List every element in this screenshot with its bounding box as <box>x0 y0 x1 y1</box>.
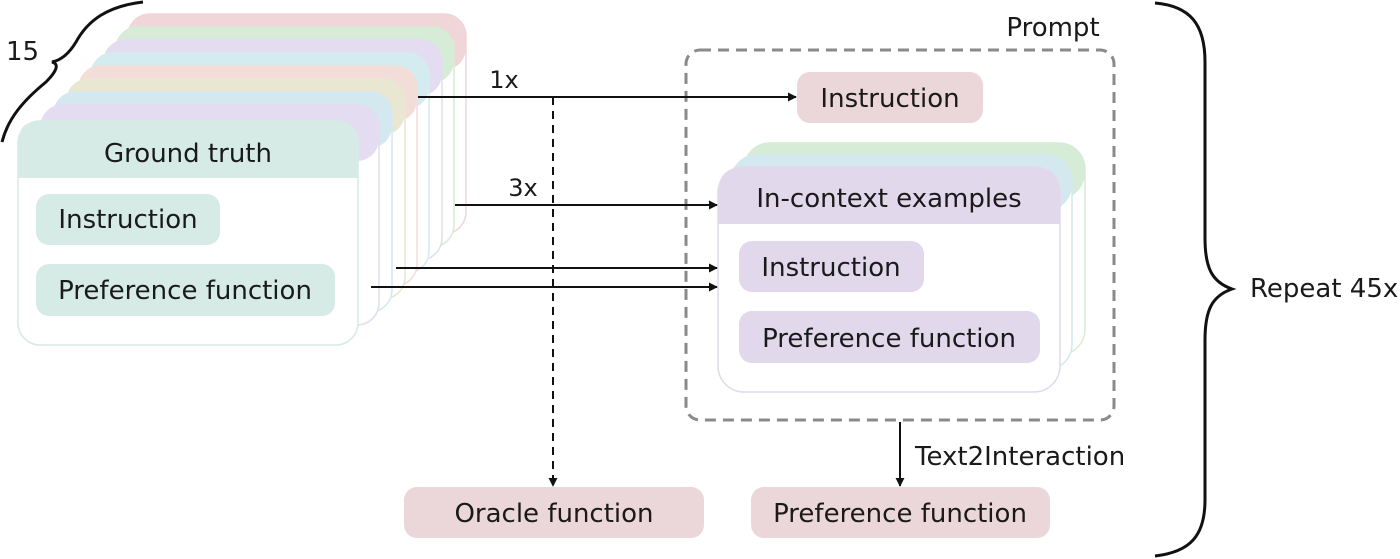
repeat-brace <box>1154 1 1237 558</box>
three-x-label: 3x <box>508 174 537 202</box>
prompt-instruction-pill <box>797 72 983 123</box>
one-x-label: 1x <box>489 66 518 94</box>
stack-count-label: 15 <box>6 37 39 67</box>
stack-brace <box>0 0 144 143</box>
oracle-function-label: Oracle function <box>454 499 653 529</box>
gt-instruction-pill <box>36 194 220 245</box>
ic-preference-pill <box>739 311 1040 363</box>
gt-instruction-label: Instruction <box>58 205 197 235</box>
ic-preference-label: Preference function <box>762 324 1016 354</box>
ground-truth-card-header <box>18 121 358 178</box>
prompt-label: Prompt <box>1006 13 1099 43</box>
ic-instruction-label: Instruction <box>761 253 900 283</box>
gt-preference-label: Preference function <box>58 276 312 306</box>
repeat-label: Repeat 45x <box>1250 274 1398 304</box>
gt-preference-pill <box>36 264 335 316</box>
ic-instruction-pill <box>739 241 924 292</box>
oracle-function-pill <box>404 487 704 538</box>
ic-card-header <box>718 167 1060 224</box>
prompt-box <box>684 48 1116 422</box>
output-preference-pill <box>751 487 1050 538</box>
ground-truth-card: Ground truth Instruction Preference func… <box>17 120 359 346</box>
prompt-instruction-label: Instruction <box>820 84 959 114</box>
in-context-title: In-context examples <box>756 184 1021 214</box>
ground-truth-title: Ground truth <box>104 139 272 169</box>
output-preference-label: Preference function <box>773 499 1027 529</box>
in-context-stack: In-context examples Instruction Preferen… <box>717 142 1086 393</box>
text2interaction-label: Text2Interaction <box>914 442 1125 472</box>
